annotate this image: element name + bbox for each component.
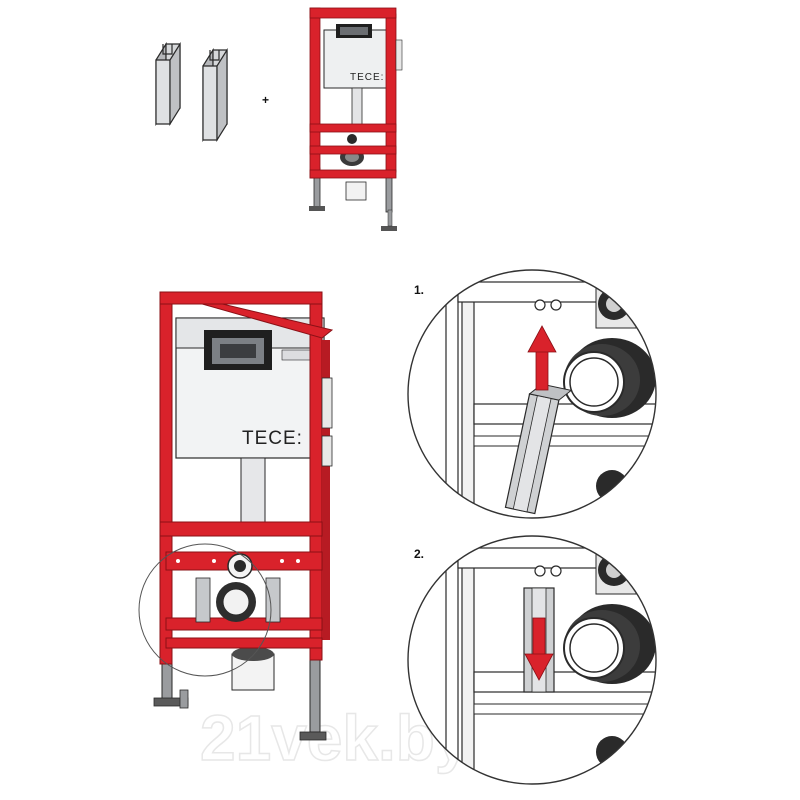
plus-sign: + <box>262 93 269 107</box>
detail-step-1 <box>408 270 656 518</box>
arrow-up-icon <box>527 325 557 391</box>
arrow-down-icon <box>524 617 554 681</box>
brand-logo-small: TECE: <box>350 72 384 83</box>
frame-large: TECE: <box>153 291 334 741</box>
step-2-label: 2. <box>414 547 424 561</box>
step-1-label: 1. <box>414 283 424 297</box>
profile-piece-left <box>155 41 181 127</box>
brand-logo-large: TECE: <box>242 428 303 449</box>
detail-highlight-circle <box>138 543 272 677</box>
detail-circle-1 <box>407 269 657 519</box>
frame-small: TECE: <box>309 7 403 231</box>
detail-circle-2 <box>407 535 657 785</box>
profile-piece-right <box>202 47 228 143</box>
